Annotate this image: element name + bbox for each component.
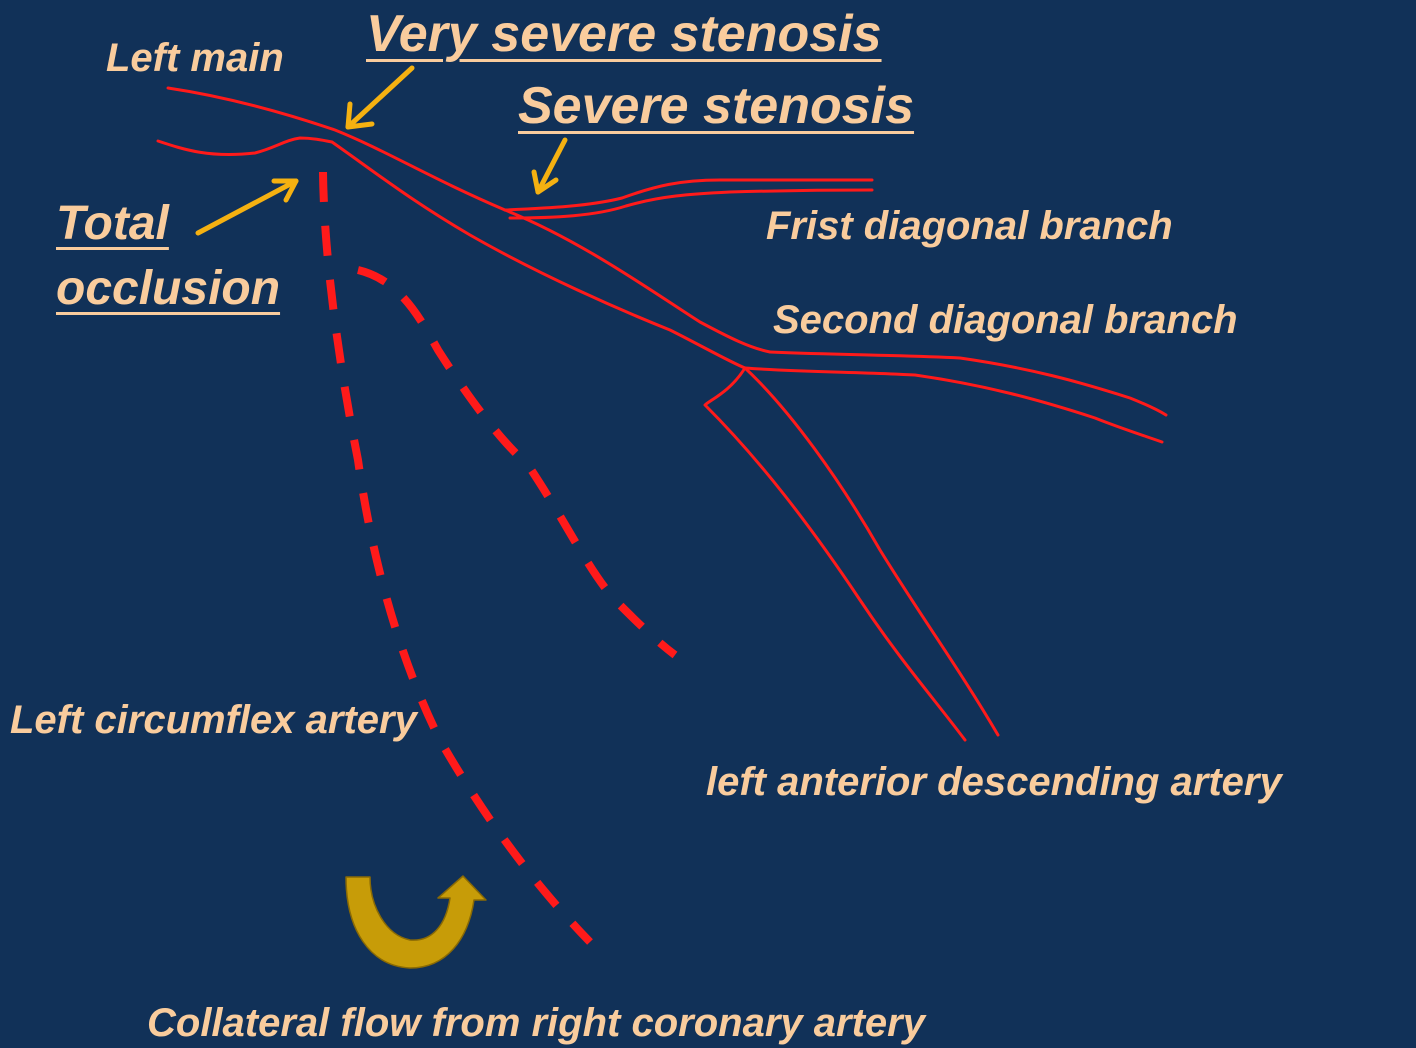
- branch-dashed: [358, 270, 675, 655]
- first-diagonal-branch-label: Frist diagonal branch: [766, 206, 1173, 246]
- left-circumflex-artery-label: Left circumflex artery: [10, 700, 417, 740]
- left-main-lower-wall: [158, 138, 745, 368]
- very-severe-stenosis-label: Very severe stenosis: [366, 8, 882, 60]
- lad-inner-wall: [705, 368, 965, 740]
- total-occlusion-arrow: [198, 181, 296, 233]
- second-diagonal-lower-wall: [745, 368, 1162, 442]
- total-occlusion-label-line1: Total: [56, 200, 169, 248]
- left-circumflex-dashed: [323, 172, 590, 942]
- lad-outer-wall: [745, 368, 998, 735]
- total-occlusion-label-line2: occlusion: [56, 265, 280, 313]
- severe-stenosis-label: Severe stenosis: [518, 80, 914, 132]
- very-severe-stenosis-arrow: [348, 68, 412, 127]
- collateral-flow-label: Collateral flow from right coronary arte…: [147, 1003, 925, 1043]
- second-diagonal-branch-label: Second diagonal branch: [773, 300, 1238, 340]
- left-main-label: Left main: [106, 38, 284, 78]
- collateral-flow-arrow-icon: [346, 876, 486, 968]
- left-anterior-descending-artery-label: left anterior descending artery: [706, 762, 1282, 802]
